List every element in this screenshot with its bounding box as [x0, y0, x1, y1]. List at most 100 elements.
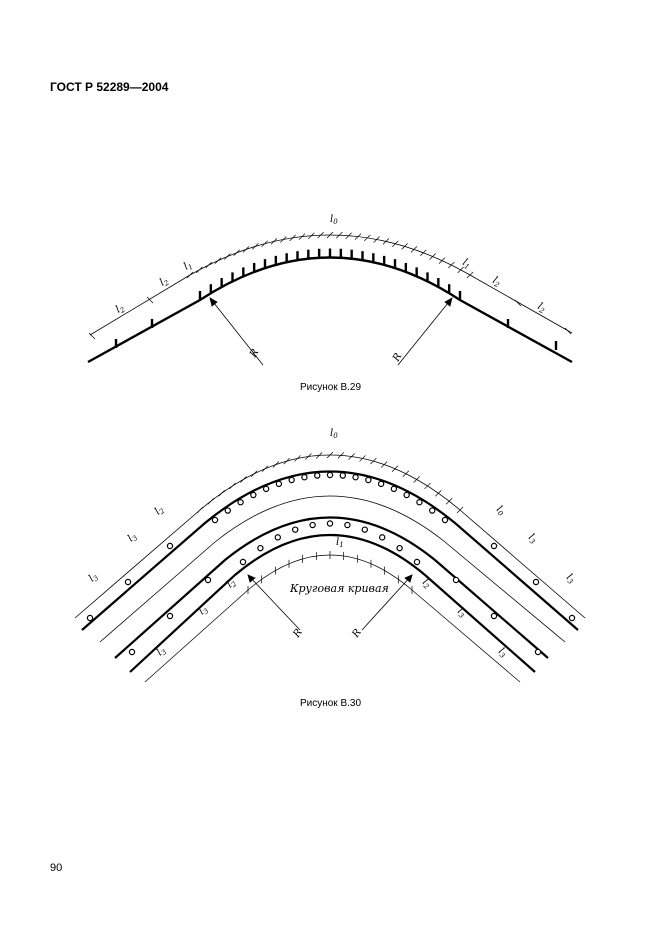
- dimension-tick: [283, 457, 290, 465]
- label-radius-right: R: [391, 351, 405, 364]
- label-l0-right-outer: l0: [493, 504, 507, 518]
- label-l1-left: l1: [182, 259, 195, 273]
- dimension-tick: [289, 234, 296, 242]
- dimension-tick: [456, 506, 464, 514]
- delineator-post: [441, 516, 449, 524]
- delineator-post: [361, 526, 368, 533]
- delineator-post: [326, 520, 334, 527]
- label-l3-right-outer-lower: l3: [563, 572, 577, 586]
- dimension-tick: [336, 231, 343, 239]
- dimension-tick: [196, 266, 203, 274]
- dimension-tick: [466, 271, 474, 279]
- label-radius-right: R: [350, 627, 364, 641]
- delineator-post: [413, 558, 421, 566]
- dimension-tick: [224, 253, 231, 260]
- label-l3-left-inner: l3: [197, 604, 211, 618]
- figure-b30-diagram: l0 l1 l2 l3 l3 l2 l3 l3 l0 l3 l3 l2 l3 l…: [74, 428, 586, 683]
- dimension-tick: [337, 452, 345, 459]
- label-l3-left-inner-lower: l3: [155, 645, 169, 659]
- figure-b29-diagram: l0 l1 l2 l2 l1 l2 l2 R R: [87, 214, 573, 366]
- delineator-post: [379, 534, 386, 541]
- delineator-post: [204, 576, 212, 584]
- dimension-tick: [298, 233, 306, 240]
- page-number: 90: [50, 862, 63, 874]
- inner-delineator-posts: [128, 520, 542, 656]
- dimension-tick: [448, 261, 455, 269]
- label-l1-right: l1: [460, 257, 473, 271]
- label-l0: l0: [330, 428, 338, 440]
- dimension-tick: [457, 266, 464, 274]
- dimension-tick: [205, 261, 212, 269]
- dimension-tick: [317, 231, 324, 239]
- dimension-tick: [413, 476, 420, 483]
- dimension-tick: [308, 232, 315, 239]
- dimension-tick: [240, 476, 247, 483]
- delineator-post: [288, 476, 295, 484]
- dimension-tick: [207, 497, 215, 505]
- dimension-tick: [429, 253, 436, 260]
- road-lanes: [74, 454, 586, 683]
- delineator-posts: [114, 248, 558, 350]
- dimension-tick: [146, 296, 154, 304]
- dimension-tick: [354, 233, 362, 240]
- dimension-tick: [233, 249, 240, 257]
- dimension-tick: [270, 238, 278, 245]
- label-l2-right-lower: l2: [535, 301, 548, 315]
- dimension-tick: [435, 489, 442, 497]
- delineator-post: [301, 474, 308, 481]
- dimension-tick: [424, 482, 431, 490]
- dimension-tick: [564, 327, 572, 335]
- label-l2-right-upper: l2: [490, 275, 503, 289]
- delineator-post: [352, 474, 359, 481]
- delineator-post: [429, 507, 436, 514]
- dimension-tick: [294, 455, 301, 462]
- label-l1: l1: [336, 537, 344, 549]
- dimension-tick: [261, 465, 269, 472]
- delineator-post: [224, 507, 231, 514]
- dimension-tick: [392, 240, 399, 247]
- delineator-post: [124, 578, 132, 586]
- delineator-post: [257, 544, 264, 552]
- dimension-tick: [229, 482, 236, 490]
- dimension-tick: [250, 470, 258, 477]
- delineator-post: [403, 491, 410, 499]
- delineator-post: [396, 544, 403, 552]
- label-l2-left-lower: l2: [114, 302, 127, 316]
- radius-arrows: [209, 297, 453, 366]
- label-l2-left-upper: l2: [158, 275, 171, 289]
- label-l2-left-inner: l2: [225, 577, 239, 591]
- dimension-tick: [410, 246, 418, 253]
- dimension-tick: [218, 489, 225, 497]
- inner-dimension-line: [144, 554, 521, 683]
- dimension-tick: [242, 246, 250, 253]
- dimension-tick: [261, 240, 268, 247]
- dimension-tick: [382, 238, 390, 245]
- delineator-post: [377, 480, 385, 488]
- dimension-tick: [370, 457, 377, 465]
- outer-road-edge: [81, 470, 579, 631]
- inner-edge-line: [129, 533, 536, 673]
- delineator-post: [166, 542, 174, 550]
- figure-b30-caption: Рисунок В.30: [299, 698, 362, 709]
- delineator-post: [239, 558, 247, 566]
- delineator-post: [292, 526, 299, 533]
- center-line: [99, 495, 566, 643]
- dimension-tick: [402, 470, 410, 477]
- road-edge-line: [87, 256, 573, 364]
- delineator-post: [344, 521, 351, 529]
- dimension-tick: [326, 451, 334, 459]
- dimension-tick: [88, 332, 96, 340]
- delineator-post: [326, 471, 334, 479]
- delineator-post: [390, 485, 398, 493]
- label-l3-right-outer: l3: [525, 532, 539, 546]
- delineator-post: [416, 499, 423, 506]
- inner-road-edge: [114, 516, 549, 659]
- label-l3-left-outer: l3: [126, 531, 140, 545]
- dimension-tick: [280, 236, 287, 243]
- dimension-ticks: [88, 231, 572, 340]
- dimension-tick: [345, 232, 352, 239]
- delineator-post: [262, 485, 270, 493]
- dimension-tick: [326, 231, 334, 239]
- dimension-tick: [445, 497, 453, 505]
- circular-curve-label: Круговая кривая: [289, 582, 389, 595]
